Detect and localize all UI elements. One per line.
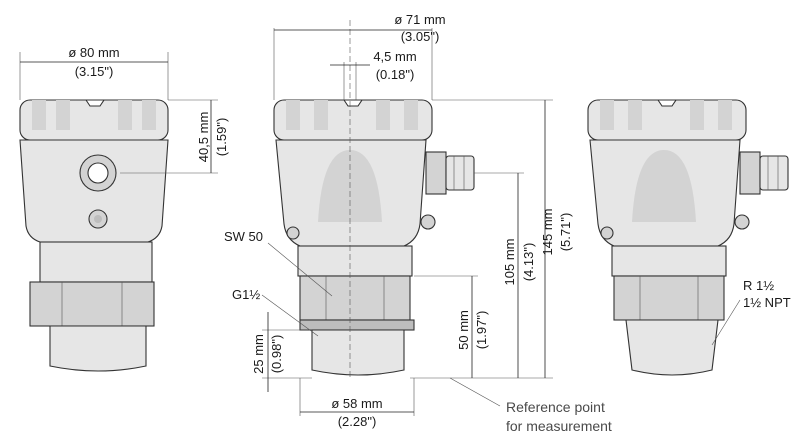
cable-gland-inner (87, 162, 109, 184)
dim-d80: ø 80 mm (3.15") (19, 45, 169, 100)
ground-screw-icon (420, 214, 436, 230)
side-gland-icon (759, 155, 789, 191)
dim-h105: 105 mm (4.13") (474, 172, 536, 378)
callout-sw50: SW 50 (224, 229, 333, 297)
middle-collar (299, 319, 415, 331)
ground-screw-icon (734, 214, 750, 230)
right-neck (611, 245, 727, 277)
lid-rib (600, 100, 614, 130)
dim-d71-in: (3.05") (401, 29, 440, 44)
dim-d58-mm: ø 58 mm (331, 396, 382, 411)
dim-h145: 145 mm (5.71") (410, 99, 573, 379)
lid-notch (84, 99, 106, 107)
lid-rib (376, 100, 390, 130)
dim-h25: 25 mm (0.98") (251, 312, 312, 392)
leader-line (449, 377, 501, 407)
middle-thread (311, 329, 405, 376)
dim-d80-in: (3.15") (75, 64, 114, 79)
ground-screw-inner (94, 215, 102, 223)
dim-h105-mm: 105 mm (502, 239, 517, 286)
dim-d71: ø 71 mm (3.05") (273, 12, 446, 100)
lid-rib (628, 100, 642, 130)
side-gland-icon (445, 155, 475, 191)
leader-line (267, 242, 333, 297)
dim-h405-mm: 40,5 mm (196, 112, 211, 163)
lid-rib (718, 100, 732, 130)
left-hex-nut (29, 281, 155, 327)
lug-icon (600, 226, 614, 240)
middle-neck (297, 245, 413, 277)
dim-h405: 40,5 mm (1.59") (120, 99, 229, 174)
left-neck (39, 241, 153, 283)
leader-line (711, 299, 741, 346)
dim-w45-in: (0.18") (376, 67, 415, 82)
dim-d58-in: (2.28") (338, 414, 377, 429)
lid-rib (56, 100, 70, 130)
label-r1half: R 1½ (743, 278, 774, 293)
lug-icon (286, 226, 300, 240)
lid-rib (690, 100, 704, 130)
dim-h145-in: (5.71") (558, 213, 573, 252)
leader-line (261, 294, 319, 337)
housing-dome (632, 150, 696, 222)
dim-h50: 50 mm (1.97") (414, 275, 489, 378)
lid-rib (118, 100, 132, 130)
side-gland-base (739, 151, 761, 195)
callout-g1half: G1½ (232, 287, 319, 337)
right-view-device (587, 99, 789, 376)
lid-rib (286, 100, 300, 130)
right-hex-nut (613, 275, 725, 321)
label-reference-line1: Reference point (506, 399, 605, 415)
side-gland-base (425, 151, 447, 195)
lid-notch (656, 99, 678, 107)
dim-d71-mm: ø 71 mm (394, 12, 445, 27)
dim-d58: ø 58 mm (2.28") (299, 378, 415, 429)
lid-rib (404, 100, 418, 130)
dim-d80-mm: ø 80 mm (68, 45, 119, 60)
dim-h405-in: (1.59") (214, 118, 229, 157)
middle-view-device (273, 99, 475, 376)
label-reference-line2: for measurement (506, 418, 612, 434)
dim-h50-mm: 50 mm (456, 310, 471, 350)
middle-hex-nut (299, 275, 411, 321)
lid-rib (142, 100, 156, 130)
callout-reference-point: Reference point for measurement (449, 377, 612, 434)
lid-rib (32, 100, 46, 130)
left-view-device (19, 99, 169, 372)
dim-w45: 4,5 mm (0.18") (330, 49, 417, 100)
dim-h25-mm: 25 mm (251, 334, 266, 374)
lid-rib (314, 100, 328, 130)
dim-h105-in: (4.13") (521, 243, 536, 282)
right-tapered-thread (625, 319, 719, 376)
left-thread (49, 325, 147, 372)
label-npt: 1½ NPT (743, 295, 791, 310)
dim-w45-mm: 4,5 mm (373, 49, 416, 64)
dim-h50-in: (1.97") (474, 311, 489, 350)
label-g1half: G1½ (232, 287, 260, 302)
dim-h25-in: (0.98") (269, 335, 284, 374)
callout-r1half: R 1½ 1½ NPT (711, 278, 791, 346)
label-sw50: SW 50 (224, 229, 263, 244)
dim-h145-mm: 145 mm (540, 209, 555, 256)
